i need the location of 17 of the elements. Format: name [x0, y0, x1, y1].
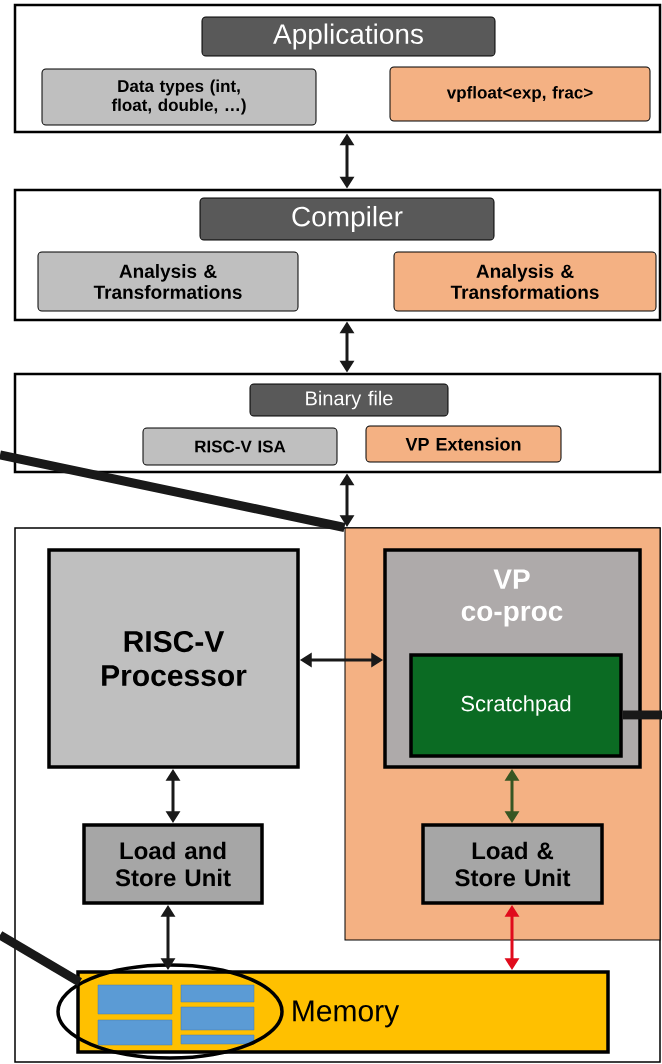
ellipse-outline [56, 963, 284, 1060]
isa-box: VP Extension [365, 425, 562, 463]
processor-box: RISC-V Processor [47, 548, 300, 769]
load-store-unit-box: Load & Store Unit [421, 823, 604, 905]
header-box: Compiler [199, 197, 495, 241]
load-store-unit-box: Load and Store Unit [82, 823, 264, 905]
pass-box: Analysis & Transformations [393, 251, 657, 312]
pass-box: Analysis & Transformations [37, 251, 299, 312]
isa-box: RISC-V ISA [142, 427, 338, 466]
header-box: Applications [201, 16, 496, 57]
scratchpad-box: Scratchpad [409, 653, 623, 758]
type-box: Data types (int, float, double, …) [41, 68, 317, 126]
zoom-line [0, 450, 346, 532]
header-box: Binary file [249, 383, 449, 417]
type-box: vpfloat<exp, frac> [389, 66, 651, 122]
zoom-line [622, 710, 662, 720]
zoom-line [0, 931, 82, 987]
